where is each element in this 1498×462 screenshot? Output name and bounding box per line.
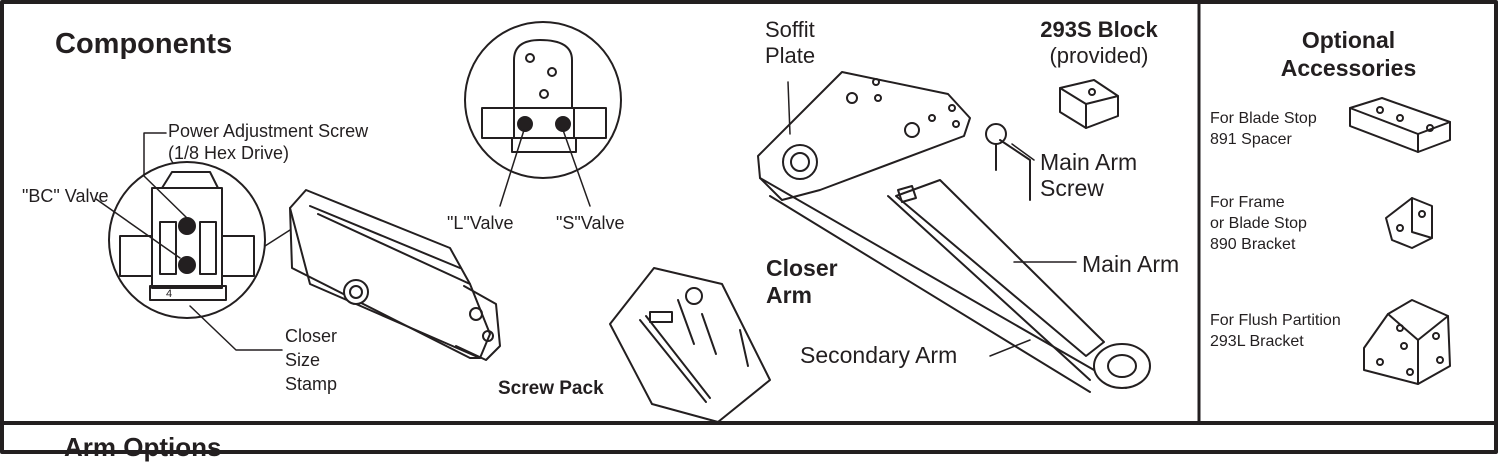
accessory-2-line3: 890 Bracket — [1210, 236, 1296, 253]
293s-block-illustration — [1059, 79, 1119, 129]
block-subtitle: (provided) — [1049, 43, 1149, 68]
accessories-title-1: Optional — [1301, 27, 1396, 53]
s-valve-label: "S"Valve — [556, 213, 625, 233]
arm-options-title: Arm Options — [64, 432, 222, 462]
closer-arm-title-1: Closer — [766, 255, 838, 281]
accessory-1-line1: For Blade Stop — [1210, 110, 1317, 127]
soffit-label: Soffit — [765, 17, 815, 42]
leader-lines-arm — [787, 81, 1077, 357]
screw-pack-illustration — [609, 267, 771, 423]
accessory-3-line1: For Flush Partition — [1210, 312, 1341, 329]
l-valve-label: "L"Valve — [447, 213, 514, 233]
accessory-293l-bracket — [1363, 299, 1451, 385]
ls-valve-magnifier — [464, 21, 622, 207]
closer-arm-illustration — [757, 71, 1151, 393]
main-arm-label: Main Arm — [1082, 251, 1180, 277]
screw-pack-label: Screw Pack — [498, 378, 604, 399]
bc-valve-label: "BC" Valve — [22, 186, 109, 206]
accessory-1-line2: 891 Spacer — [1210, 131, 1292, 148]
valve-detail-magnifier — [108, 161, 266, 319]
accessory-2-line1: For Frame — [1210, 194, 1285, 211]
closer-label: Closer — [285, 326, 338, 346]
accessory-890-bracket — [1385, 197, 1433, 249]
block-title: 293S Block — [1040, 17, 1158, 42]
main-arm-screw-label-2: Screw — [1040, 175, 1104, 201]
leader-lines-left — [95, 132, 291, 351]
closer-body — [289, 189, 501, 361]
hex-drive-label: (1/8 Hex Drive) — [168, 143, 290, 163]
accessory-2-line2: or Blade Stop — [1210, 215, 1307, 232]
stamp-label: Stamp — [285, 374, 338, 394]
accessories-title-2: Accessories — [1280, 55, 1417, 81]
size-stamp-digit: 4 — [166, 288, 173, 300]
power-adjustment-screw-label: Power Adjustment Screw — [168, 121, 369, 141]
components-title: Components — [55, 28, 233, 60]
closer-arm-title-2: Arm — [766, 282, 813, 308]
plate-label: Plate — [765, 43, 816, 68]
accessory-3-line2: 293L Bracket — [1210, 333, 1304, 350]
secondary-arm-label: Secondary Arm — [800, 342, 958, 368]
size-label: Size — [285, 350, 321, 370]
main-arm-screw-label-1: Main Arm — [1040, 149, 1138, 175]
accessory-891-spacer — [1349, 97, 1451, 153]
